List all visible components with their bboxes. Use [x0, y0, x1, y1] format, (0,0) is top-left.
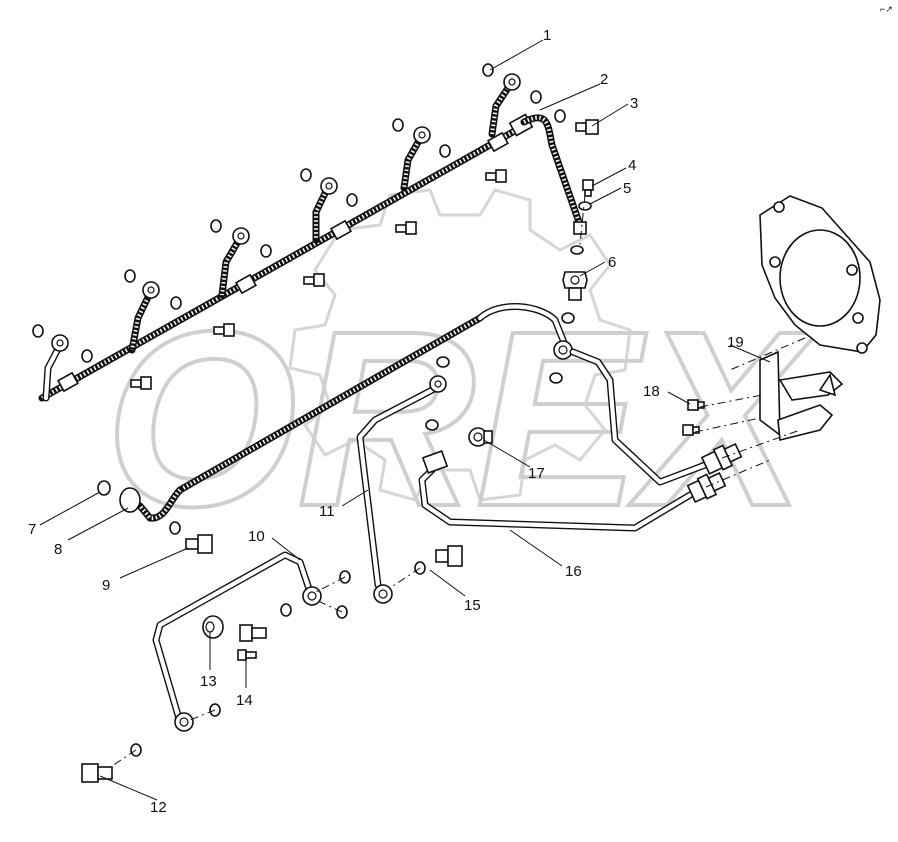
banjo-bolt-9 — [185, 534, 213, 554]
watermark: OREX — [103, 188, 820, 560]
banjo-bolt-3 — [575, 119, 599, 135]
banjo-eye-3 — [232, 227, 250, 245]
corner-mark: ⌐↗ — [880, 4, 893, 14]
seal-washer-5 — [578, 201, 592, 211]
banjo-bolt-14 — [237, 624, 267, 661]
banjo-eye-1 — [51, 334, 69, 352]
union-fitting-17 — [468, 427, 493, 447]
seal-washer-7 — [97, 480, 111, 496]
watermark-gear-outline — [288, 188, 632, 502]
seal-washers — [32, 63, 542, 363]
hose-end-cap-8 — [119, 487, 141, 513]
callout-1: 1 — [543, 27, 551, 44]
callout-19: 19 — [727, 334, 744, 351]
long-return-hose-assembly — [97, 303, 573, 554]
callout-16: 16 — [565, 563, 582, 580]
seal-washer-6b — [561, 312, 575, 324]
centerlines — [111, 194, 806, 767]
pipe-10 — [152, 551, 314, 726]
callout-3: 3 — [630, 95, 638, 112]
return-hose-to-fitting — [520, 114, 584, 229]
rail-block-4 — [487, 131, 509, 153]
banjo-eye-6 — [503, 73, 521, 91]
callout-10: 10 — [248, 528, 265, 545]
callout-15: 15 — [464, 597, 481, 614]
callout-7: 7 — [28, 521, 36, 538]
leak-off-rail-assembly — [32, 63, 599, 402]
banjo-eye-4 — [320, 177, 338, 195]
seal-washer-2 — [554, 109, 566, 123]
callout-18: 18 — [643, 383, 660, 400]
callout-12: 12 — [150, 799, 167, 816]
callout-14: 14 — [236, 692, 253, 709]
bolt-18 — [682, 399, 705, 436]
pipe-11-assembly — [356, 356, 450, 604]
flange-gasket — [759, 195, 881, 354]
leader-lines — [39, 39, 771, 801]
banjo-bolt-4 — [582, 179, 594, 197]
rail-block-2 — [235, 273, 257, 295]
pipe-10-assembly — [152, 551, 351, 732]
banjo-bolt-12 — [81, 743, 142, 783]
rail-block-3 — [330, 219, 352, 241]
banjo-eye-long-hose — [553, 340, 573, 360]
callout-17: 17 — [528, 465, 545, 482]
rail-block-1 — [57, 371, 79, 393]
adapter-13 — [202, 615, 224, 639]
seal-washer-6a — [570, 245, 584, 255]
callout-8: 8 — [54, 541, 62, 558]
callout-9: 9 — [102, 577, 110, 594]
watermark-text: OREX — [105, 279, 818, 558]
callout-11: 11 — [319, 503, 335, 520]
callout-6: 6 — [608, 254, 616, 271]
banjo-eye-5 — [413, 126, 431, 144]
pipe-16-fitting-left — [421, 450, 449, 474]
callout-labels: 1 2 3 4 5 6 7 8 9 10 11 12 13 14 15 16 1… — [28, 27, 744, 816]
banjo-eye-2 — [142, 281, 160, 299]
callout-13: 13 — [200, 673, 217, 690]
callout-5: 5 — [623, 180, 631, 197]
rail-banjo-bolts — [130, 169, 507, 390]
callout-2: 2 — [600, 71, 608, 88]
bracket-19 — [759, 350, 844, 442]
callout-4: 4 — [628, 157, 636, 174]
